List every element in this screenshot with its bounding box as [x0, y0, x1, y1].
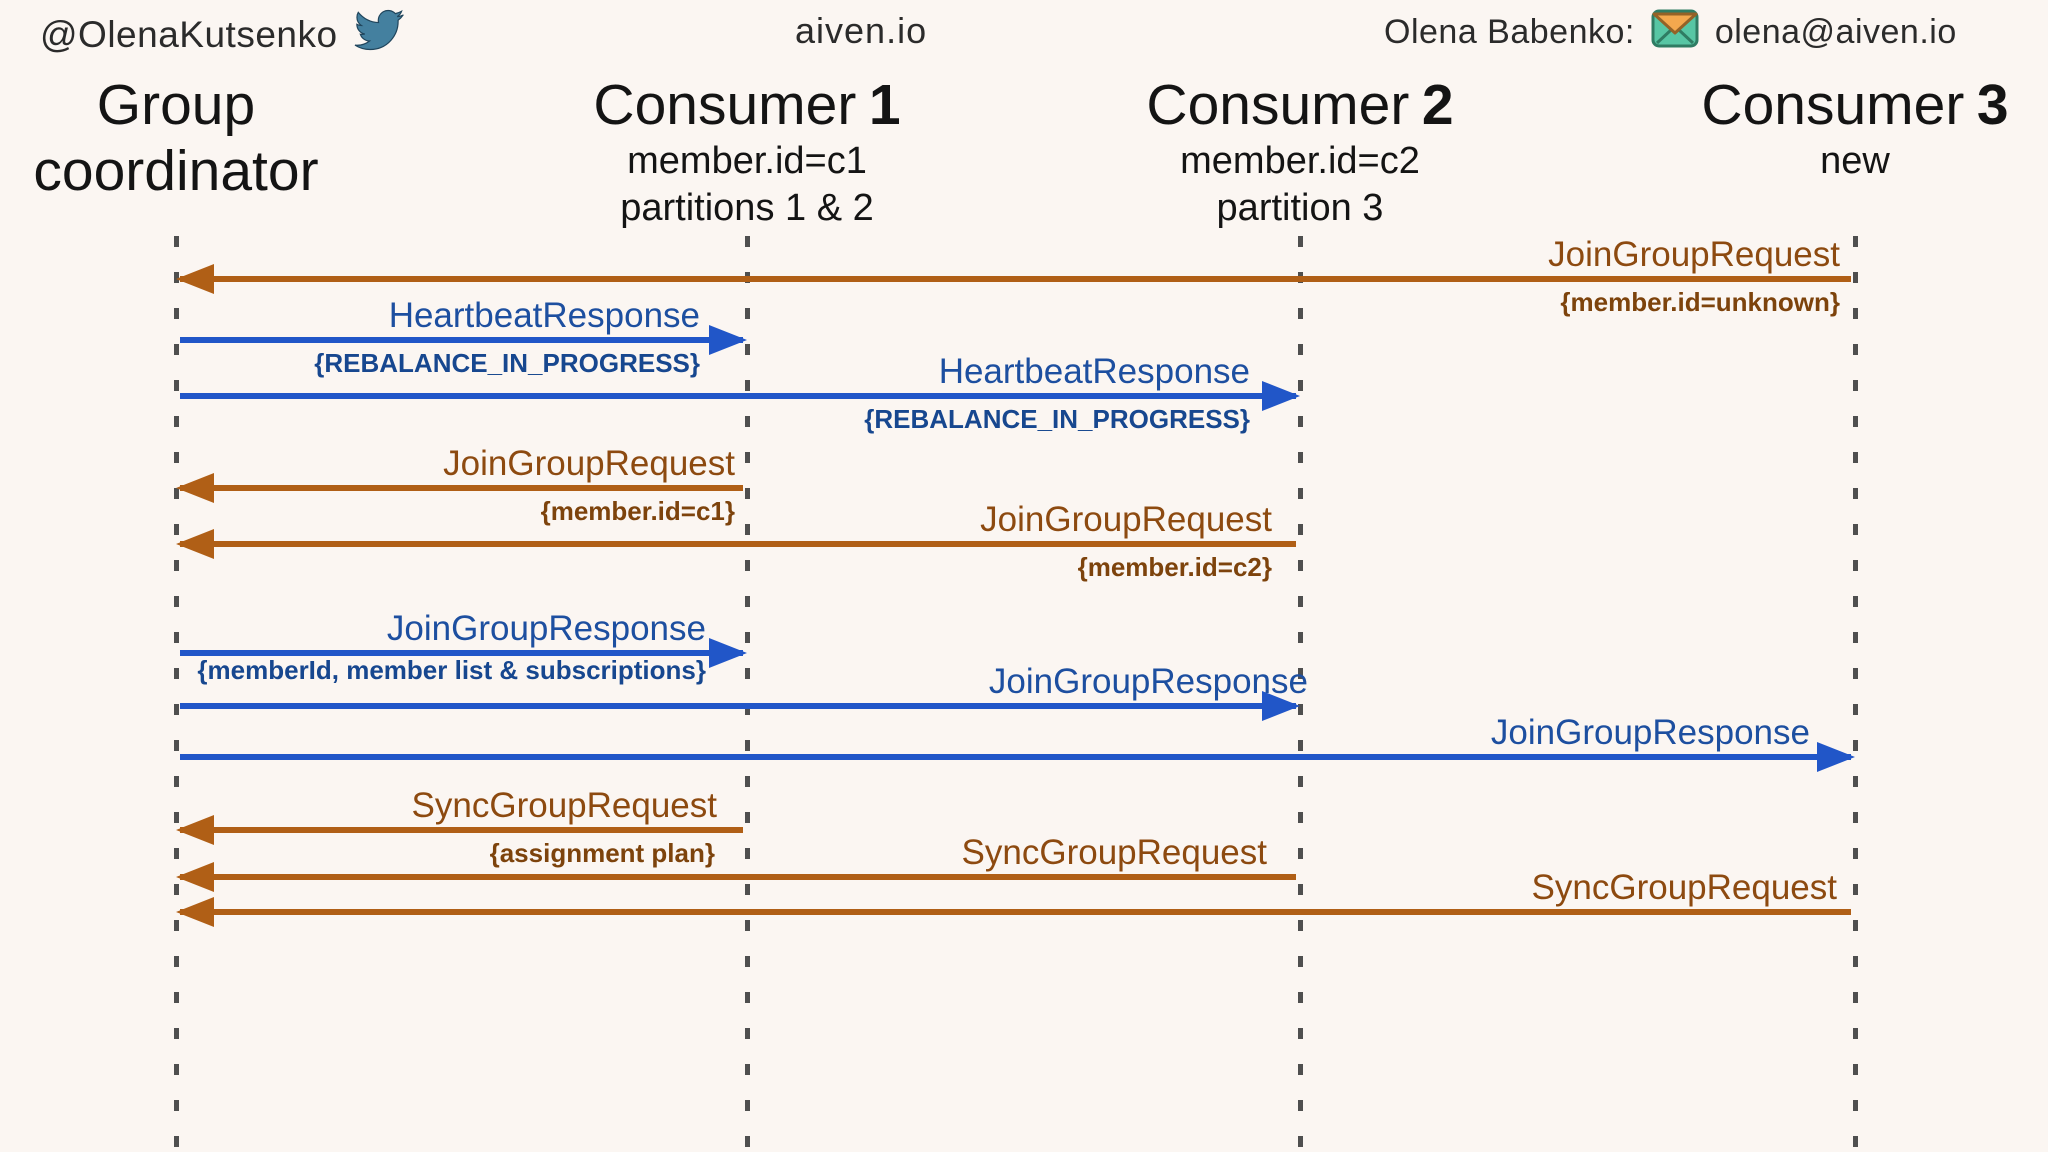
- actor-name: Consumer: [593, 73, 857, 137]
- msg-heartbeatresponse-consumer1: HeartbeatResponse {REBALANCE_IN_PROGRESS…: [176, 286, 747, 386]
- actor-member-id: member.id=c1: [627, 140, 867, 182]
- msg-syncgrouprequest-consumer1: SyncGroupRequest {assignment plan}: [176, 776, 747, 876]
- actor-partitions: partitions 1 & 2: [620, 187, 874, 229]
- arrow-line: [180, 827, 743, 833]
- arrow-line: [180, 650, 743, 656]
- message-label: JoinGroupRequest: [980, 500, 1272, 539]
- arrow-line: [180, 909, 1851, 915]
- lifeline-consumer-2: [1298, 236, 1303, 1152]
- arrow-line: [180, 393, 1296, 399]
- message-label: SyncGroupRequest: [411, 786, 717, 825]
- msg-syncgrouprequest-consumer3: SyncGroupRequest: [176, 858, 1855, 958]
- message-label: HeartbeatResponse: [388, 296, 700, 335]
- message-label: JoinGroupResponse: [1490, 713, 1810, 752]
- contact-group: Olena Babenko: olena@aiven.io: [1384, 6, 1957, 59]
- arrow-line: [180, 541, 1296, 547]
- message-sublabel: {member.id=c1}: [540, 496, 735, 526]
- actor-number: 3: [1976, 73, 2009, 137]
- email-icon: [1651, 6, 1699, 59]
- arrow-line: [180, 754, 1851, 760]
- lifeline-consumer-3: [1853, 236, 1858, 1152]
- message-label: JoinGroupRequest: [1548, 235, 1840, 274]
- message-sublabel: {REBALANCE_IN_PROGRESS}: [314, 348, 700, 378]
- twitter-handle: @OlenaKutsenko: [40, 13, 338, 55]
- message-label: JoinGroupResponse: [988, 662, 1308, 701]
- twitter-bird-icon: [352, 6, 406, 63]
- message-label: SyncGroupRequest: [1531, 868, 1837, 907]
- actor-partitions: partition 3: [1216, 187, 1384, 229]
- actor-number: 1: [868, 73, 901, 137]
- message-label: HeartbeatResponse: [938, 352, 1250, 391]
- arrow-line: [180, 703, 1296, 709]
- arrow-line: [180, 337, 743, 343]
- actor-member-id: member.id=c2: [1180, 140, 1420, 182]
- actor-title-line2: coordinator: [33, 139, 319, 203]
- actor-title: Group: [96, 73, 256, 137]
- msg-syncgrouprequest-consumer2: SyncGroupRequest: [176, 823, 1300, 923]
- msg-joingrouprequest-consumer1: JoinGroupRequest {member.id=c1}: [176, 434, 747, 534]
- site-url: aiven.io: [795, 10, 928, 51]
- message-sublabel: {REBALANCE_IN_PROGRESS}: [864, 404, 1250, 434]
- actor-name: Consumer: [1701, 73, 1965, 137]
- arrow-line: [180, 874, 1296, 880]
- message-sublabel: {member.id=c2}: [1077, 552, 1272, 582]
- contact-email: olena@aiven.io: [1714, 13, 1957, 51]
- msg-heartbeatresponse-consumer2: HeartbeatResponse {REBALANCE_IN_PROGRESS…: [176, 342, 1300, 442]
- msg-joingrouprequest-consumer3: JoinGroupRequest {member.id=unknown}: [176, 225, 1855, 325]
- message-sublabel: {memberId, member list & subscriptions}: [197, 655, 706, 685]
- msg-joingrouprequest-consumer2: JoinGroupRequest {member.id=c2}: [176, 490, 1300, 590]
- message-sublabel: {assignment plan}: [489, 838, 715, 868]
- actor-status-new: new: [1820, 140, 1890, 182]
- message-label: SyncGroupRequest: [961, 833, 1267, 872]
- actor-number: 2: [1421, 73, 1454, 137]
- msg-joingroupresponse-consumer1: JoinGroupResponse {memberId, member list…: [176, 599, 747, 699]
- actor-group-coordinator: Group coordinator: [0, 72, 376, 204]
- lifeline-consumer-1: [745, 236, 750, 1152]
- msg-joingroupresponse-consumer3: JoinGroupResponse: [176, 703, 1855, 803]
- arrow-line: [180, 276, 1851, 282]
- msg-joingroupresponse-consumer2: JoinGroupResponse: [176, 652, 1308, 752]
- message-label: JoinGroupRequest: [443, 444, 735, 483]
- lifeline-group-coordinator: [174, 236, 179, 1152]
- topbar: @OlenaKutsenko aiven.io Olena Babenko: o…: [0, 0, 2048, 64]
- contact-name: Olena Babenko:: [1384, 13, 1635, 51]
- twitter-handle-group: @OlenaKutsenko: [40, 6, 406, 63]
- message-sublabel: {member.id=unknown}: [1560, 287, 1840, 317]
- arrow-line: [180, 485, 743, 491]
- actor-name: Consumer: [1146, 73, 1410, 137]
- message-label: JoinGroupResponse: [386, 609, 706, 648]
